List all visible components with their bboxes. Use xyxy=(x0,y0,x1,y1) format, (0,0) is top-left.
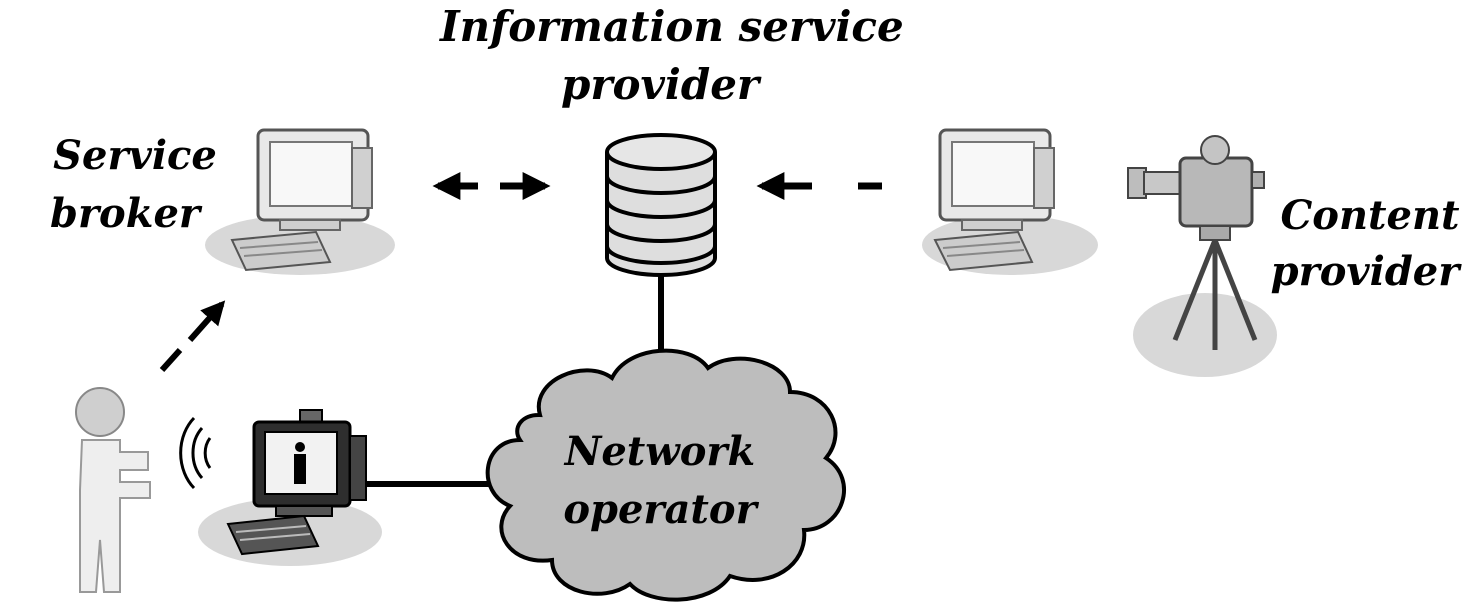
isp-label-line1: Information service xyxy=(440,2,904,51)
video-terminal-icon xyxy=(198,409,382,566)
broker-label-line2: broker xyxy=(50,190,200,237)
broker-label-line1: Service xyxy=(53,132,217,179)
cloud-icon xyxy=(485,348,846,602)
network-label-line2: operator xyxy=(563,486,757,533)
network-label-line1: Network xyxy=(564,428,756,475)
wireless-signal-icon xyxy=(179,416,212,490)
person-icon xyxy=(75,387,151,593)
video-camera-icon xyxy=(1127,135,1277,377)
user-broker-arrow xyxy=(159,300,226,373)
database-icon xyxy=(605,133,717,277)
content-label-line1: Content xyxy=(1280,192,1460,239)
content-computer-icon xyxy=(922,128,1098,275)
broker-computer-icon xyxy=(205,128,395,275)
content-label-line2: provider xyxy=(1270,248,1460,295)
isp-label-line2: provider xyxy=(560,60,760,109)
